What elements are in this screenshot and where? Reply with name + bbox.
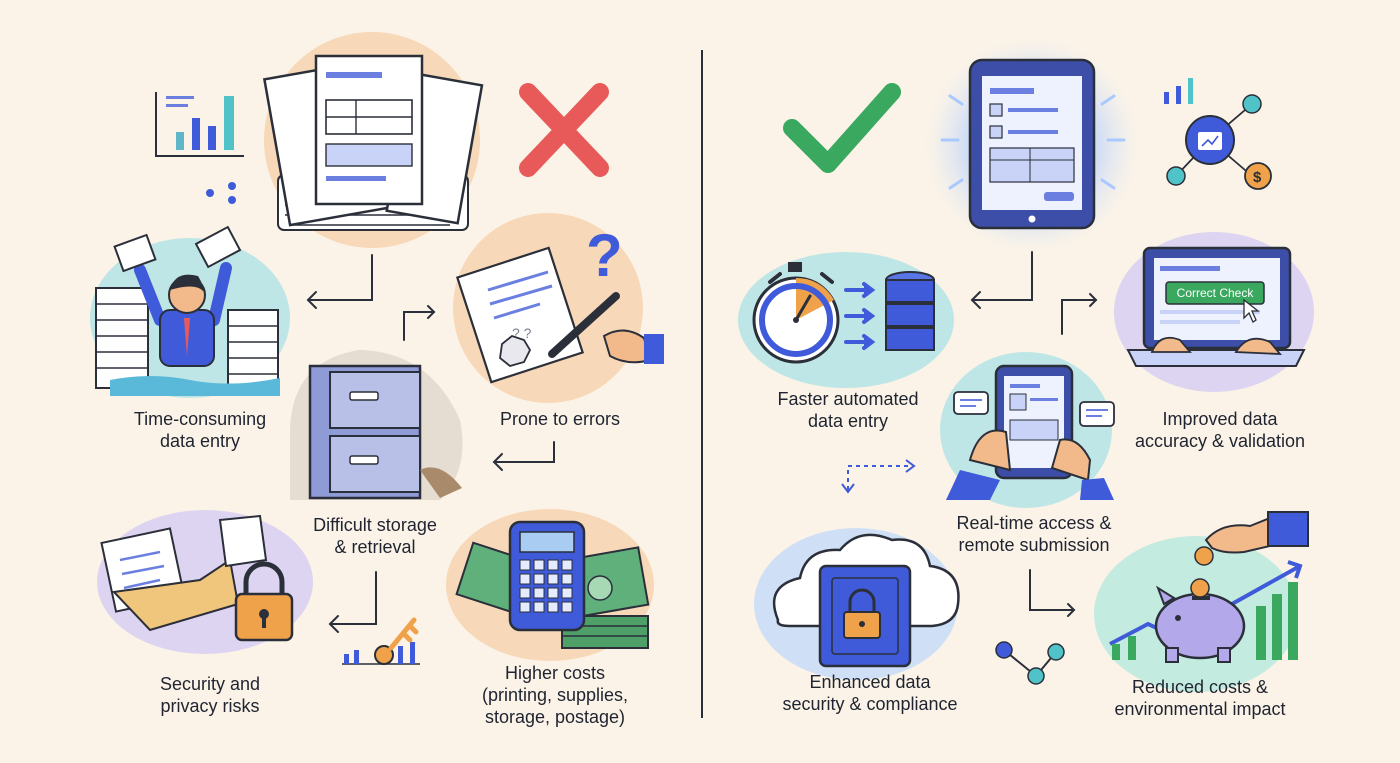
caption-line: Security and xyxy=(159,674,261,694)
caption-improved-data-accuracy: Improved data accuracy & validation xyxy=(1110,408,1330,452)
caption-time-consuming-data-entry: Time-consuming data entry xyxy=(100,408,300,452)
mobile-submission-icon xyxy=(940,352,1115,508)
caption-line: privacy risks xyxy=(160,696,260,716)
caption-line: Faster automated xyxy=(777,389,919,409)
cloud-safe-icon xyxy=(754,528,960,680)
caption-real-time-access: Real-time access & remote submission xyxy=(924,512,1144,556)
caption-difficult-storage-retrieval: Difficult storage & retrieval xyxy=(275,514,475,558)
caption-reduced-costs: Reduced costs & environmental impact xyxy=(1090,676,1310,720)
bar-chart-icon xyxy=(155,92,244,157)
key-icon xyxy=(342,617,420,665)
overwhelmed-person-icon xyxy=(90,225,290,398)
caption-line: data entry xyxy=(159,431,241,451)
dashed-arrows xyxy=(841,459,916,494)
caption-line: Difficult storage xyxy=(313,515,437,535)
calculator-cash-icon xyxy=(446,509,654,661)
caption-line: data entry xyxy=(807,411,889,431)
caption-line: & retrieval xyxy=(334,537,416,557)
broken-envelope-lock-icon xyxy=(97,510,313,654)
caption-line: Reduced costs & xyxy=(1131,677,1269,697)
svg-text:?: ? xyxy=(586,222,623,289)
paper-documents-icon xyxy=(262,32,484,248)
caption-line: storage, postage) xyxy=(484,707,626,727)
business-network-icon: $ xyxy=(1164,78,1272,190)
svg-text:$: $ xyxy=(1253,169,1262,186)
piggy-bank-growth-icon xyxy=(1094,511,1309,692)
filing-cabinet-icon xyxy=(290,350,463,500)
caption-line: Real-time access & xyxy=(956,513,1112,533)
flow-arrows-right xyxy=(970,251,1098,617)
caption-security-and-privacy-risks: Security and privacy risks xyxy=(110,673,310,717)
red-x-icon xyxy=(519,83,609,177)
green-check-icon xyxy=(783,83,901,173)
error-document-icon: ? ? ? xyxy=(453,213,664,403)
caption-prone-to-errors: Prone to errors xyxy=(460,408,660,430)
dots-decoration xyxy=(206,182,236,204)
correct-check-label: Correct Check xyxy=(1176,286,1254,300)
caption-line: (printing, supplies, xyxy=(481,685,629,705)
caption-line: Prone to errors xyxy=(499,409,621,429)
caption-line: security & compliance xyxy=(782,694,958,714)
caption-faster-automated-data-entry: Faster automated data entry xyxy=(748,388,948,432)
laptop-icon xyxy=(1114,232,1314,392)
caption-line: Time-consuming xyxy=(133,409,267,429)
caption-line: Improved data xyxy=(1162,409,1278,429)
caption-line: environmental impact xyxy=(1114,699,1286,719)
caption-line: Higher costs xyxy=(504,663,606,683)
caption-higher-costs: Higher costs (printing, supplies, storag… xyxy=(455,662,655,728)
stopwatch-database-icon xyxy=(738,252,954,388)
glowing-tablet-icon xyxy=(924,37,1140,253)
flow-arrows-left xyxy=(306,254,555,633)
caption-line: accuracy & validation xyxy=(1134,431,1306,451)
caption-line: remote submission xyxy=(958,535,1110,555)
connection-dots-icon xyxy=(995,641,1065,685)
caption-line: Enhanced data xyxy=(809,672,931,692)
caption-enhanced-data-security: Enhanced data security & compliance xyxy=(760,671,980,715)
